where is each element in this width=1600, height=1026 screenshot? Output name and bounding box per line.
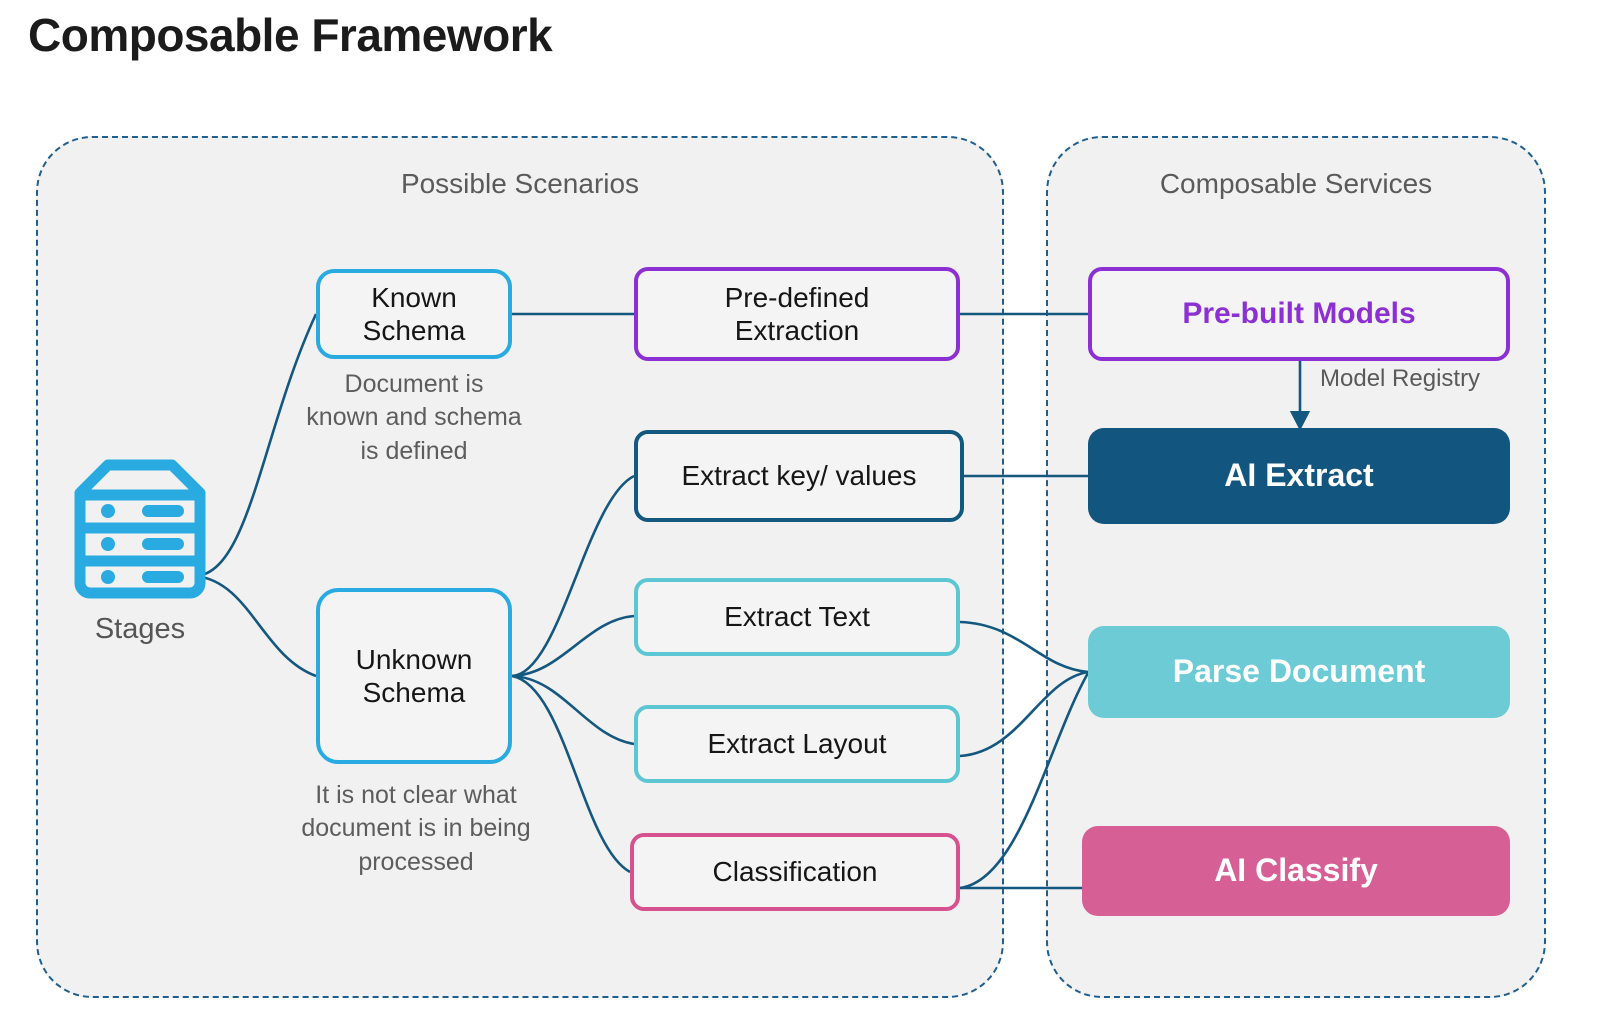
page-title: Composable Framework	[28, 9, 553, 61]
server-stack-icon	[74, 459, 206, 599]
caption-known-schema: Document is known and schema is defined	[306, 370, 522, 465]
node-parse-document-label: Parse Document	[1172, 653, 1426, 690]
node-classification-label: Classification	[712, 856, 878, 888]
stages-node[interactable]: Stages	[60, 455, 220, 670]
caption-unknown-schema: It is not clear what document is in bein…	[301, 781, 531, 876]
node-parse-document[interactable]: Parse Document	[1088, 626, 1510, 718]
node-ai-classify-label: AI Classify	[1214, 852, 1378, 889]
node-pre-built-models-label: Pre-built Models	[1182, 297, 1416, 331]
panel-services-heading: Composable Services	[1159, 168, 1433, 199]
node-classification[interactable]: Classification	[630, 833, 960, 911]
node-ai-extract[interactable]: AI Extract	[1088, 428, 1510, 524]
node-ai-classify[interactable]: AI Classify	[1082, 826, 1510, 916]
node-extract-key-values[interactable]: Extract key/ values	[634, 430, 964, 522]
edge-label-model-registry: Model Registry	[1320, 365, 1481, 392]
stages-label: Stages	[94, 613, 186, 645]
node-extract-text-label: Extract Text	[724, 601, 870, 633]
node-extract-layout-label: Extract Layout	[707, 728, 887, 760]
node-extract-layout[interactable]: Extract Layout	[634, 705, 960, 783]
node-extract-text[interactable]: Extract Text	[634, 578, 960, 656]
node-ai-extract-label: AI Extract	[1224, 457, 1374, 494]
node-pre-built-models[interactable]: Pre-built Models	[1088, 267, 1510, 361]
panel-scenarios-heading: Possible Scenarios	[400, 168, 640, 199]
node-extract-key-values-label: Extract key/ values	[681, 460, 917, 492]
